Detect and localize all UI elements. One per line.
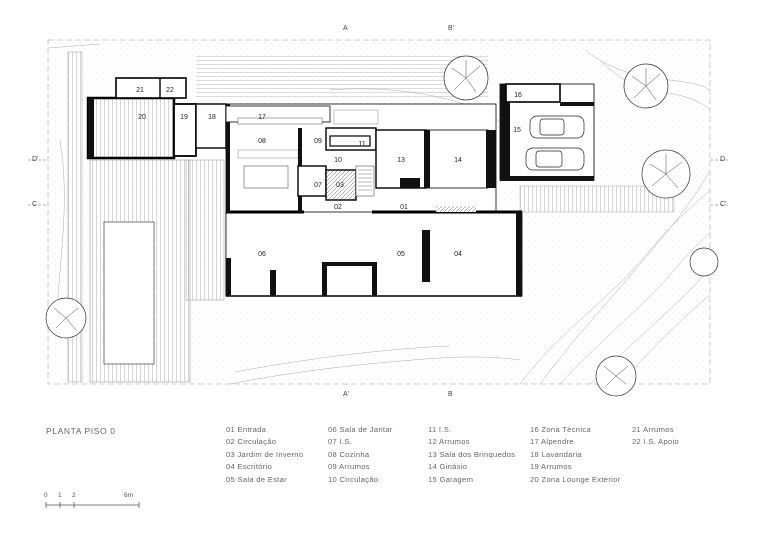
section-mark-d-left: D' bbox=[32, 156, 39, 163]
legend-item: 14 Ginásio bbox=[428, 462, 468, 472]
plan-title: PLANTA PISO 0 bbox=[46, 426, 116, 436]
legend-item: 16 Zona Técnica bbox=[530, 425, 591, 434]
legend-item: 13 Sala dos Brinquedos bbox=[428, 449, 516, 459]
scale-label-0: 0 bbox=[44, 492, 48, 499]
main-house bbox=[225, 103, 523, 297]
section-mark-a-bottom: A' bbox=[343, 391, 350, 398]
room-number-05: 05 bbox=[397, 251, 405, 258]
legend-column-3: 11 I.S. 12 Arrumos 13 Sala dos Brinquedo… bbox=[428, 424, 515, 486]
room-20 bbox=[86, 96, 176, 160]
legend-column-4: 16 Zona Técnica 17 Alpendre 18 Lavandari… bbox=[530, 424, 621, 486]
room-number-09: 09 bbox=[314, 138, 322, 145]
floor-plan: 01 02 03 04 05 06 07 08 09 10 11 13 14 15 16 17 18 19 20 21… bbox=[28, 39, 730, 397]
section-mark-d-right: D bbox=[720, 156, 726, 163]
room-number-11: 11 bbox=[358, 141, 365, 148]
room-number-13: 13 bbox=[397, 157, 405, 164]
room-number-15: 15 bbox=[513, 127, 521, 134]
scale-label-1: 1 bbox=[58, 492, 62, 499]
scale-label-2: 2 bbox=[72, 492, 76, 499]
scale-label-6m: 6m bbox=[124, 492, 134, 499]
section-mark-c-left: C bbox=[32, 201, 38, 208]
room-number-01: 01 bbox=[400, 204, 408, 211]
legend-column-1: 01 Entrada 02 Circulação 03 Jardim de In… bbox=[226, 424, 303, 486]
legend-column-5: 21 Arrumos 22 I.S. Apoio bbox=[632, 424, 679, 449]
legend-item: 02 Circulação bbox=[226, 437, 277, 447]
section-mark-a-top: A bbox=[343, 25, 348, 32]
legend-item: 20 Zona Lounge Exterior bbox=[530, 474, 621, 484]
legend-item: 17 Alpendre bbox=[530, 437, 574, 447]
room-number-06: 06 bbox=[258, 251, 266, 258]
room-number-17: 17 bbox=[258, 114, 266, 121]
legend-item: 22 I.S. Apoio bbox=[632, 437, 679, 447]
section-mark-b-top: B' bbox=[448, 25, 455, 32]
room-number-19: 19 bbox=[180, 114, 188, 121]
legend-item: 05 Sala de Estar bbox=[226, 474, 287, 484]
legend-item: 19 Arrumos bbox=[530, 462, 572, 472]
legend-item: 03 Jardim de Inverno bbox=[226, 449, 304, 459]
room-number-04: 04 bbox=[454, 251, 462, 258]
legend-column-2: 06 Sala de Jantar 07 I.S. 08 Cozinha 09 … bbox=[328, 424, 393, 486]
room-16 bbox=[505, 83, 561, 103]
section-mark-c-right: C' bbox=[720, 201, 727, 208]
legend-item: 21 Arrumos bbox=[632, 425, 674, 434]
scale-bar bbox=[45, 502, 140, 508]
section-mark-b-bottom: B bbox=[448, 391, 453, 398]
room-number-07: 07 bbox=[314, 182, 322, 189]
legend-item: 15 Garagem bbox=[428, 474, 474, 484]
room-number-22: 22 bbox=[166, 87, 174, 94]
swimming-pool bbox=[103, 221, 155, 365]
site-boundary bbox=[47, 39, 711, 385]
room-number-18: 18 bbox=[208, 114, 216, 121]
legend-item: 09 Arrumos bbox=[328, 462, 370, 472]
room-number-10: 10 bbox=[334, 157, 342, 164]
car-icon bbox=[525, 115, 585, 171]
legend-item: 12 Arrumos bbox=[428, 437, 470, 447]
room-number-16: 16 bbox=[514, 92, 522, 99]
room-number-08: 08 bbox=[258, 138, 266, 145]
legend-item: 01 Entrada bbox=[226, 425, 267, 434]
room-labels: 01 02 03 04 05 06 07 08 09 10 11 13 14 15 16 17 18 19 20 21… bbox=[136, 87, 522, 258]
room-21 bbox=[115, 77, 187, 99]
front-stripes bbox=[196, 54, 488, 98]
legend-item: 10 Circulação bbox=[328, 474, 379, 484]
room-number-20: 20 bbox=[138, 114, 146, 121]
legend-item: 18 Lavandaria bbox=[530, 449, 583, 459]
legend-item: 08 Cozinha bbox=[328, 449, 370, 459]
room-number-02: 02 bbox=[334, 204, 342, 211]
legend-item: 04 Escritório bbox=[226, 462, 273, 472]
legend-item: 06 Sala de Jantar bbox=[328, 425, 393, 434]
room-19 bbox=[173, 103, 197, 157]
legend-item: 11 I.S. bbox=[428, 425, 452, 434]
room-number-14: 14 bbox=[454, 157, 462, 164]
terrace-deck bbox=[185, 159, 225, 301]
legend-item: 07 I.S. bbox=[328, 437, 353, 447]
room-18 bbox=[195, 103, 227, 149]
room-number-21: 21 bbox=[136, 87, 144, 94]
room-number-03: 03 bbox=[336, 182, 344, 189]
